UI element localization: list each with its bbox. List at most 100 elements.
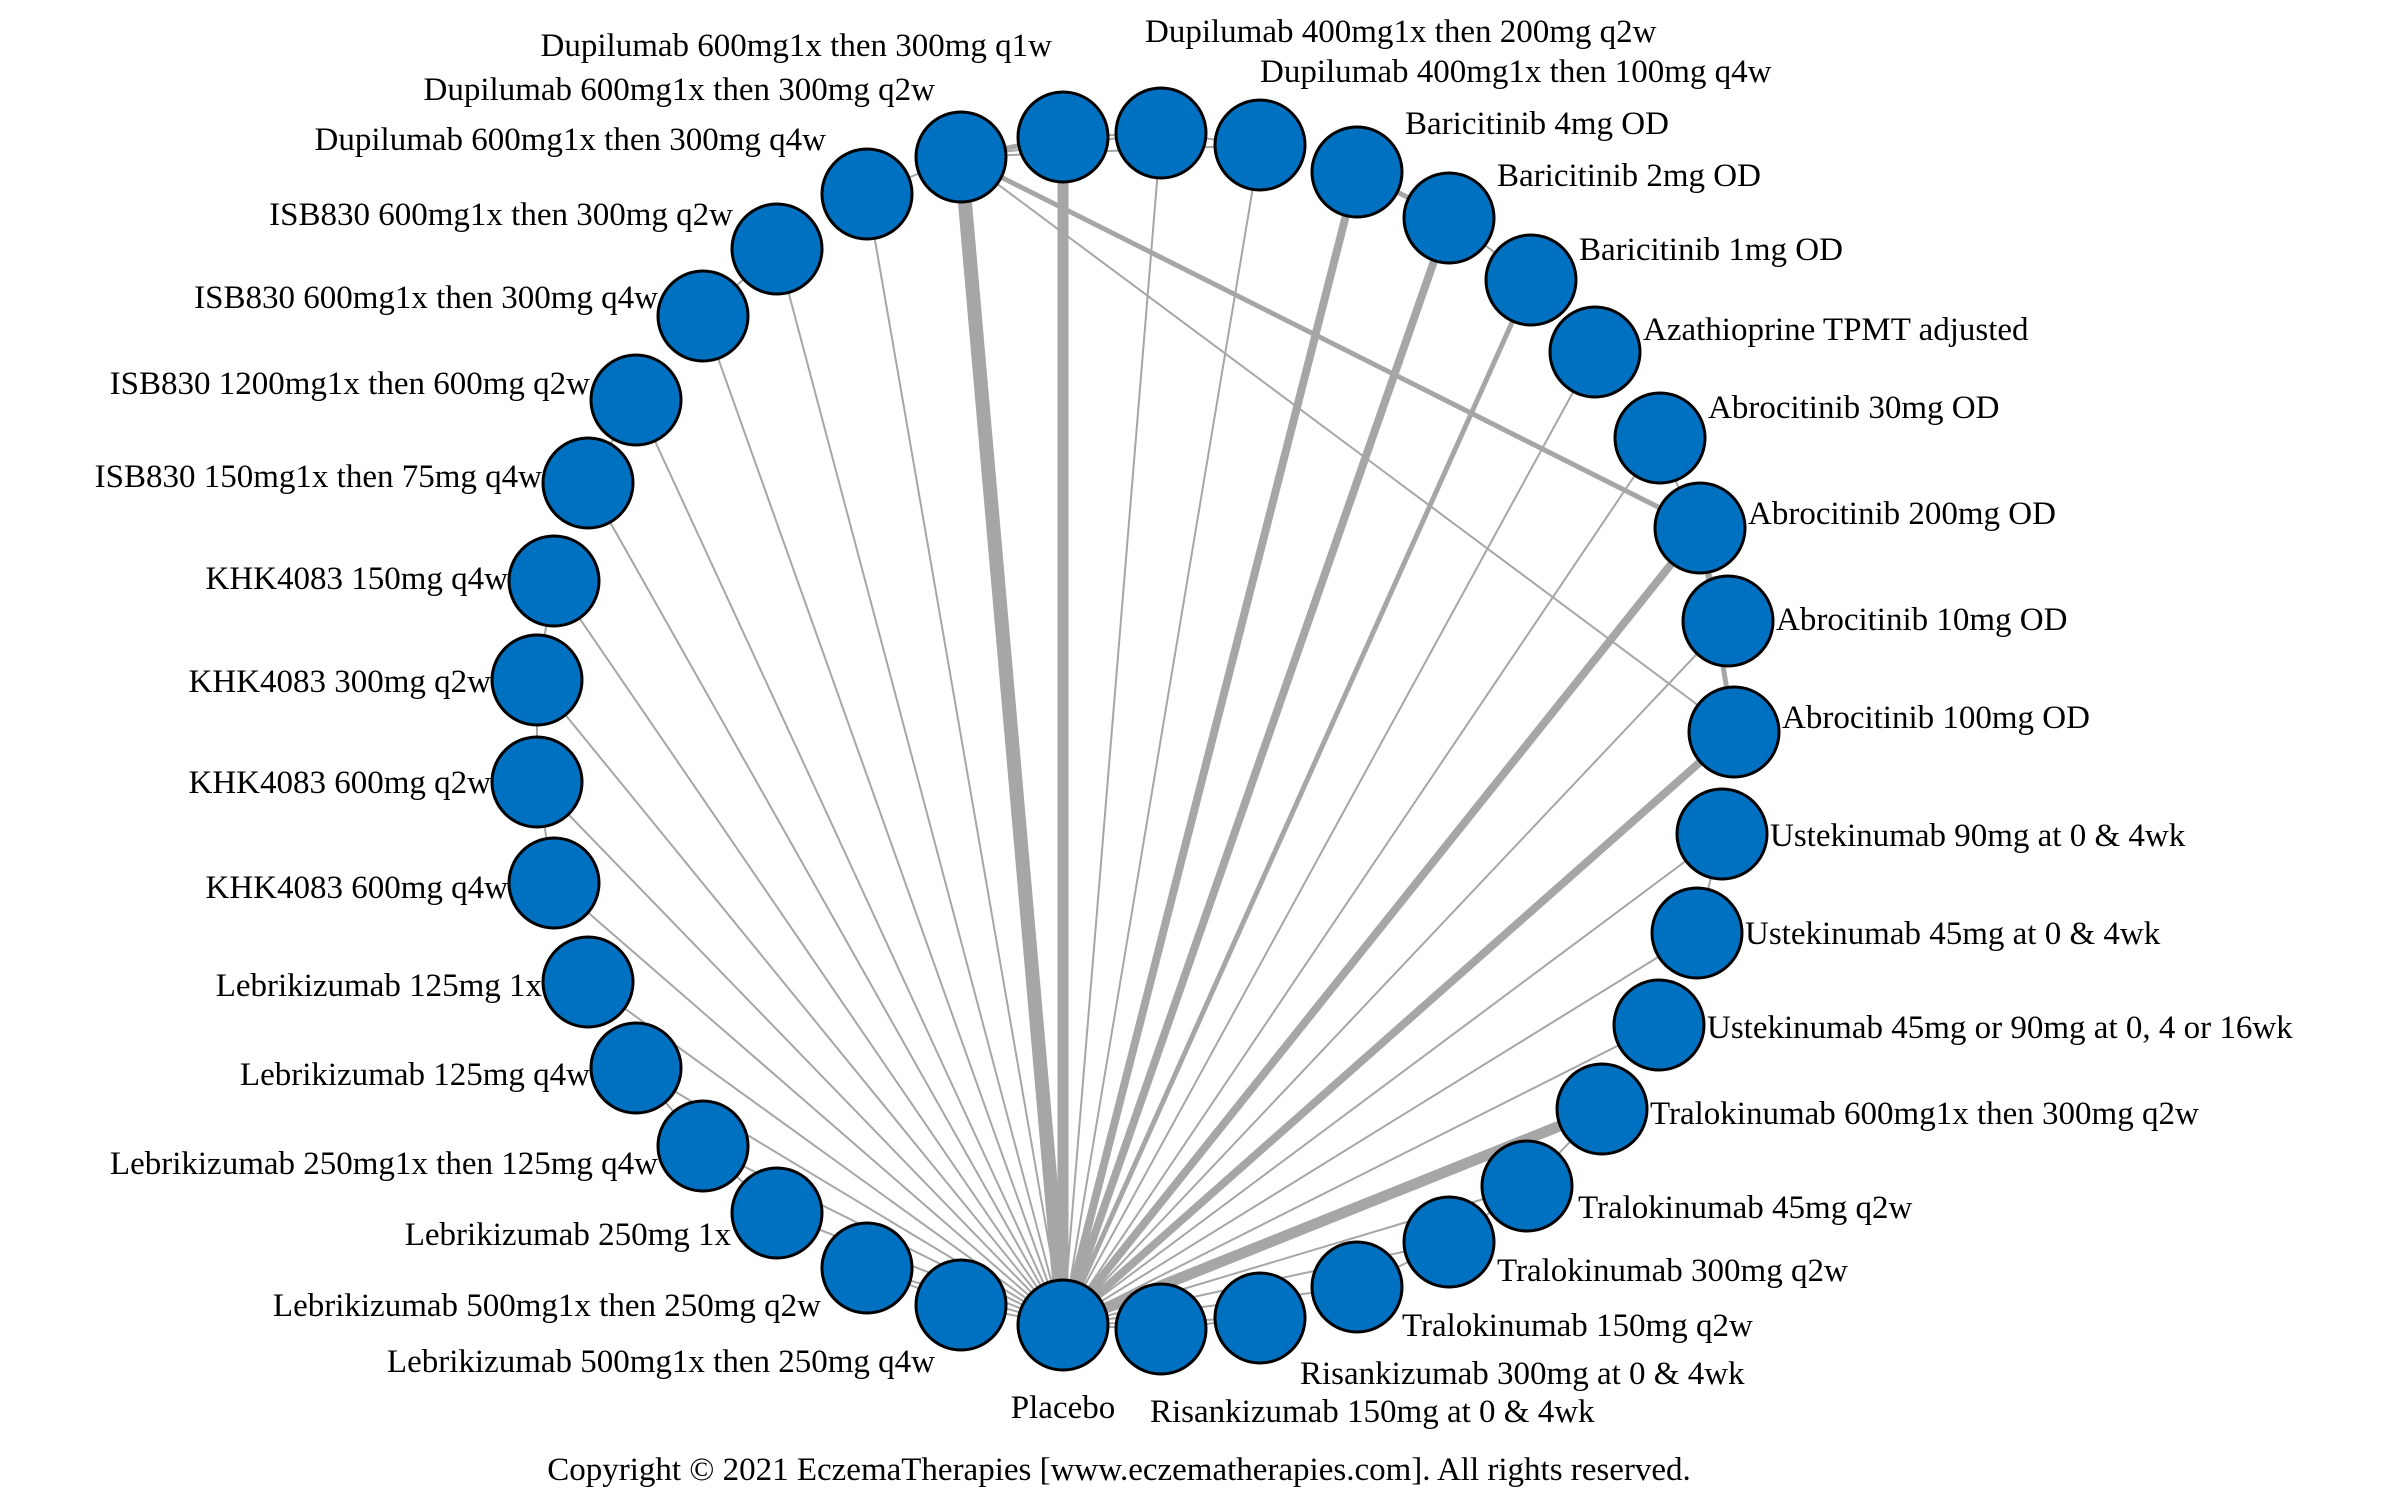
node-khk150 bbox=[507, 534, 601, 628]
edge-placebo-bari1 bbox=[1060, 278, 1534, 1327]
edge-placebo-isb1200 bbox=[635, 399, 1064, 1326]
node-dupi600q4w bbox=[820, 147, 914, 241]
node-label-ustek45: Ustekinumab 45mg at 0 & 4wk bbox=[1745, 916, 2161, 952]
node-label-tralo600: Tralokinumab 600mg1x then 300mg q2w bbox=[1650, 1096, 2199, 1132]
node-khk600q4w bbox=[507, 836, 601, 930]
node-lebri250x1 bbox=[730, 1166, 824, 1260]
node-lebri125x1 bbox=[541, 935, 635, 1029]
node-risa300 bbox=[1213, 1271, 1307, 1365]
node-label-lebri500q2w: Lebrikizumab 500mg1x then 250mg q2w bbox=[273, 1288, 821, 1324]
copyright-notice: Copyright © 2021 EczemaTherapies [www.ec… bbox=[547, 1452, 1691, 1488]
node-label-lebri250x1: Lebrikizumab 250mg 1x bbox=[405, 1217, 732, 1253]
node-ustek4590 bbox=[1612, 978, 1706, 1072]
node-label-risa150: Risankizumab 150mg at 0 & 4wk bbox=[1150, 1394, 1595, 1430]
node-bari4 bbox=[1310, 125, 1404, 219]
node-label-bari4: Baricitinib 4mg OD bbox=[1405, 106, 1669, 142]
node-isb600q2w bbox=[730, 202, 824, 296]
edge-placebo-isb600q2w bbox=[776, 248, 1064, 1326]
node-label-isb150: ISB830 150mg1x then 75mg q4w bbox=[95, 459, 543, 495]
node-label-tralo150: Tralokinumab 150mg q2w bbox=[1402, 1308, 1753, 1344]
edge-placebo-lebri250x1 bbox=[776, 1212, 1064, 1326]
edge-placebo-dupi400q4w bbox=[1062, 144, 1261, 1326]
node-label-placebo: Placebo bbox=[1011, 1390, 1115, 1426]
node-label-khk600q2w: KHK4083 600mg q2w bbox=[189, 765, 492, 801]
node-aza bbox=[1548, 305, 1642, 399]
edge-placebo-bari2 bbox=[1059, 216, 1453, 1327]
node-dupi400q4w bbox=[1213, 98, 1307, 192]
node-label-khk300: KHK4083 300mg q2w bbox=[189, 664, 492, 700]
edge-placebo-ustek4590 bbox=[1062, 1024, 1660, 1326]
node-lebri250q4w bbox=[656, 1099, 750, 1193]
node-lebri500q2w bbox=[820, 1221, 914, 1315]
node-label-isb600q2w: ISB830 600mg1x then 300mg q2w bbox=[269, 197, 733, 233]
node-label-lebri500q4w: Lebrikizumab 500mg1x then 250mg q4w bbox=[387, 1344, 935, 1380]
node-dupi400q2w bbox=[1114, 86, 1208, 180]
node-label-bari2: Baricitinib 2mg OD bbox=[1497, 158, 1761, 194]
node-label-dupi400q4w: Dupilumab 400mg1x then 100mg q4w bbox=[1260, 54, 1772, 90]
node-label-dupi600q1w: Dupilumab 600mg1x then 300mg q1w bbox=[541, 28, 1053, 64]
node-label-abro200: Abrocitinib 200mg OD bbox=[1748, 496, 2056, 532]
node-label-risa300: Risankizumab 300mg at 0 & 4wk bbox=[1300, 1356, 1745, 1392]
node-label-lebri125x1: Lebrikizumab 125mg 1x bbox=[216, 968, 543, 1004]
node-tralo150 bbox=[1310, 1240, 1404, 1334]
node-placebo bbox=[1016, 1278, 1110, 1372]
edge-placebo-bari4 bbox=[1059, 171, 1361, 1326]
node-lebri500q4w bbox=[914, 1258, 1008, 1352]
node-label-tralo300: Tralokinumab 300mg q2w bbox=[1497, 1253, 1848, 1289]
node-label-abro100: Abrocitinib 100mg OD bbox=[1782, 700, 2090, 736]
node-isb1200 bbox=[589, 353, 683, 447]
edge-placebo-abro100 bbox=[1060, 729, 1737, 1328]
node-label-ustek4590: Ustekinumab 45mg or 90mg at 0, 4 or 16wk bbox=[1707, 1010, 2293, 1046]
node-ustek90 bbox=[1675, 787, 1769, 881]
node-bari2 bbox=[1402, 171, 1496, 265]
node-label-lebri250q4w: Lebrikizumab 250mg1x then 125mg q4w bbox=[110, 1146, 658, 1182]
node-label-ustek90: Ustekinumab 90mg at 0 & 4wk bbox=[1770, 818, 2186, 854]
node-abro10 bbox=[1681, 574, 1775, 668]
node-isb600q4w bbox=[656, 269, 750, 363]
node-abro100 bbox=[1687, 685, 1781, 779]
node-abro200 bbox=[1653, 481, 1747, 575]
edge-placebo-khk600q4w bbox=[553, 882, 1064, 1326]
node-label-isb1200: ISB830 1200mg1x then 600mg q2w bbox=[110, 366, 591, 402]
node-label-lebri125q4w: Lebrikizumab 125mg q4w bbox=[240, 1057, 590, 1093]
node-label-khk150: KHK4083 150mg q4w bbox=[206, 561, 509, 597]
node-dupi600q1w bbox=[1016, 90, 1110, 184]
node-label-abro30: Abrocitinib 30mg OD bbox=[1708, 390, 1999, 426]
node-tralo300 bbox=[1402, 1195, 1496, 1289]
label-layer: Placebo Risankizumab 150mg at 0 & 4wkRisa… bbox=[95, 14, 2294, 1430]
node-lebri125q4w bbox=[589, 1021, 683, 1115]
edge-placebo-ustek45 bbox=[1062, 932, 1698, 1326]
node-label-aza: Azathioprine TPMT adjusted bbox=[1643, 312, 2029, 348]
node-label-abro10: Abrocitinib 10mg OD bbox=[1776, 602, 2067, 638]
edge-placebo-aza bbox=[1062, 351, 1596, 1326]
edge-placebo-abro10 bbox=[1062, 620, 1729, 1326]
edge-placebo-ustek90 bbox=[1062, 833, 1723, 1326]
edge-placebo-dupi400q2w bbox=[1062, 132, 1162, 1326]
node-abro30 bbox=[1613, 391, 1707, 485]
edge-placebo-abro30 bbox=[1062, 437, 1661, 1326]
node-tralo600 bbox=[1555, 1062, 1649, 1156]
node-label-dupi400q2w: Dupilumab 400mg1x then 200mg q2w bbox=[1145, 14, 1657, 50]
node-label-dupi600q2w: Dupilumab 600mg1x then 300mg q2w bbox=[424, 72, 936, 108]
node-label-khk600q4w: KHK4083 600mg q4w bbox=[206, 870, 509, 906]
edge-placebo-khk150 bbox=[553, 580, 1064, 1326]
edge-placebo-khk300 bbox=[536, 679, 1064, 1326]
node-label-tralo45: Tralokinumab 45mg q2w bbox=[1578, 1190, 1912, 1226]
node-khk600q2w bbox=[490, 735, 584, 829]
edge-dupi600q2w-dupi400q4w bbox=[960, 144, 1261, 158]
edge-placebo-tralo150 bbox=[1062, 1286, 1358, 1326]
edge-placebo-abro200 bbox=[1059, 525, 1704, 1328]
edge-placebo-khk600q2w bbox=[536, 781, 1064, 1326]
edge-dupi600q2w-abro200 bbox=[959, 154, 1702, 531]
node-label-bari1: Baricitinib 1mg OD bbox=[1579, 232, 1843, 268]
node-tralo45 bbox=[1480, 1139, 1574, 1233]
node-ustek45 bbox=[1650, 886, 1744, 980]
node-dupi600q2w bbox=[914, 110, 1008, 204]
edge-placebo-dupi600q4w bbox=[866, 193, 1064, 1326]
node-label-dupi600q4w: Dupilumab 600mg1x then 300mg q4w bbox=[315, 122, 827, 158]
node-isb150 bbox=[541, 436, 635, 530]
node-risa150 bbox=[1114, 1282, 1208, 1376]
node-label-isb600q4w: ISB830 600mg1x then 300mg q4w bbox=[194, 280, 658, 316]
edge-placebo-isb600q4w bbox=[702, 315, 1064, 1326]
